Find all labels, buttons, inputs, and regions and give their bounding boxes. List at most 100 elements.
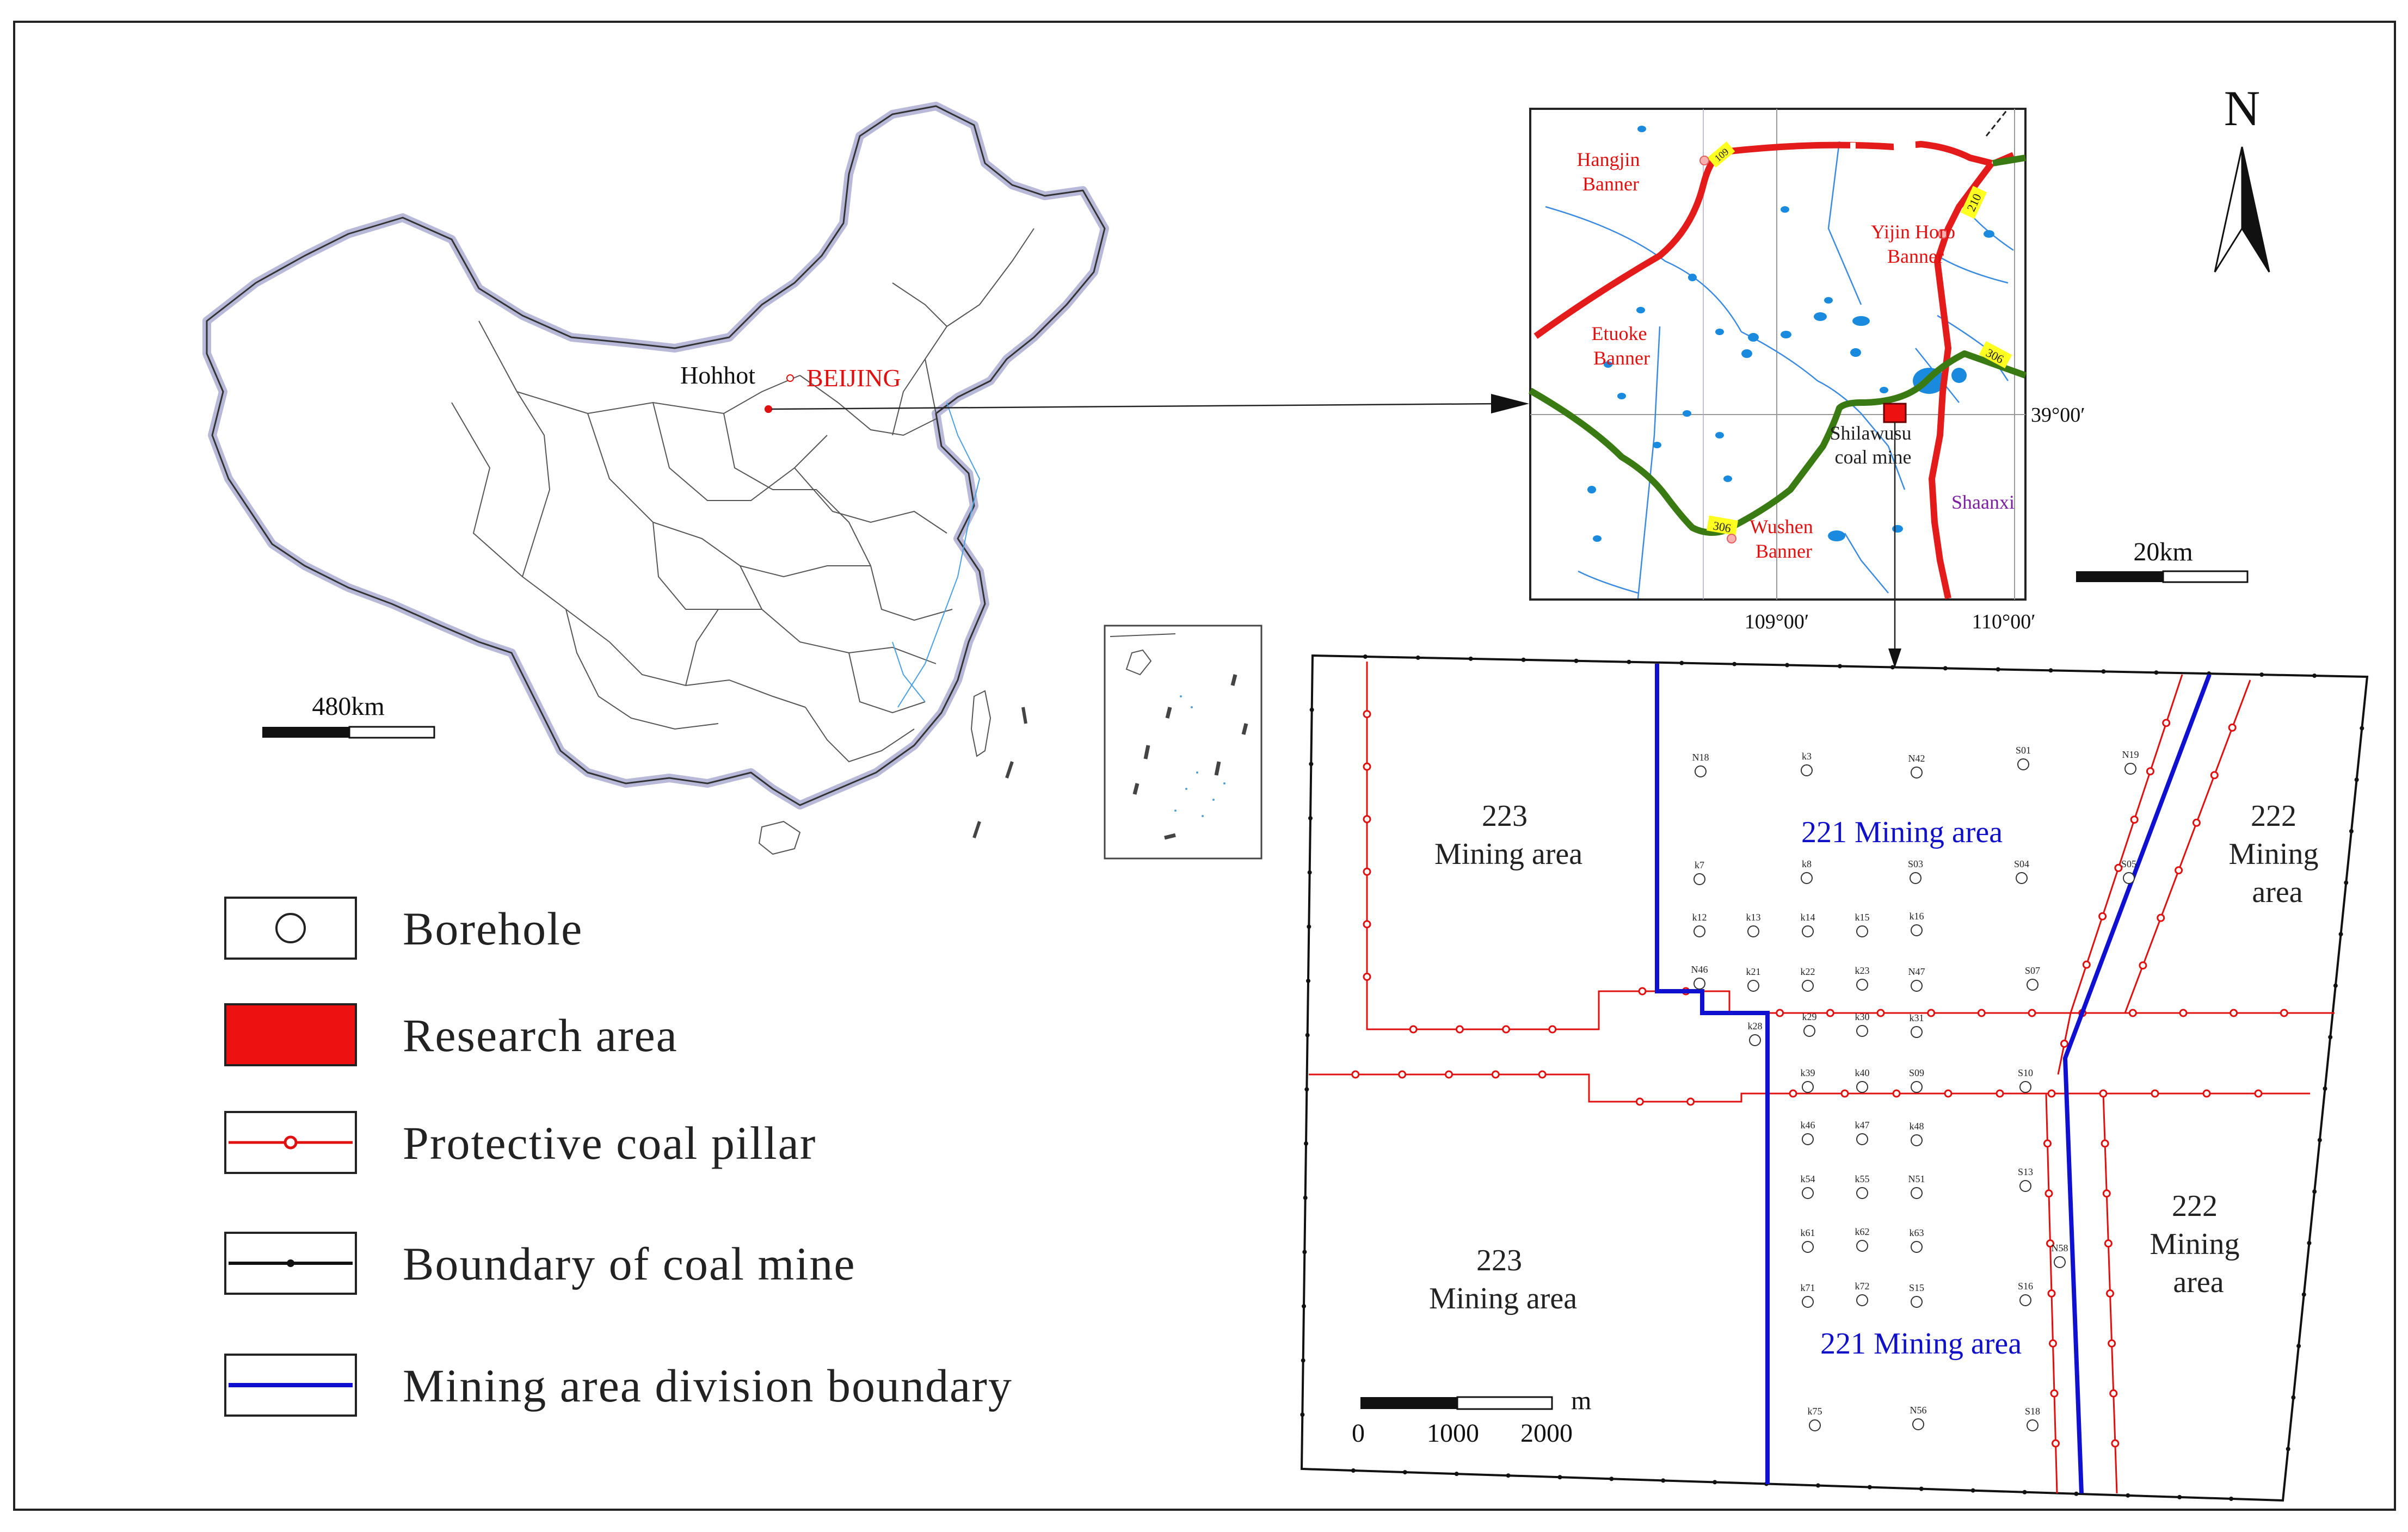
coal-pillar-dot [2139,961,2147,970]
coal-pillar-dot [1363,920,1371,929]
coal-pillar-dot [1638,987,1647,996]
borehole-label: S13 [2018,1166,2033,1177]
legend-coal-pillar: Protective coal pillar [224,1111,815,1174]
borehole-label: N58 [2052,1243,2068,1253]
coal-pillar-dot [1892,1089,1901,1098]
borehole-marker [1856,925,1868,937]
borehole-marker [2123,872,2135,884]
coal-pillar-dot [2162,719,2171,727]
borehole: N56 [1910,1405,1927,1430]
borehole: S01 [2016,745,2031,770]
legend-label-division-boundary: Mining area division boundary [403,1360,1013,1412]
lon-right-label: 110°00′ [1972,610,2035,633]
borehole-label: k14 [1801,912,1815,923]
borehole: k15 [1855,912,1870,937]
borehole-marker [1802,1241,1814,1253]
mine-boundary-dot [2126,1493,2130,1498]
beijing-label: BEIJING [806,364,901,392]
mine-boundary-dot [1468,656,1473,661]
coal-pillar-dot [1351,1070,1360,1079]
borehole: S07 [2025,965,2040,991]
borehole-label: k62 [1855,1226,1870,1237]
legend-label-borehole: Borehole [403,903,583,955]
research-area-marker [1883,403,1907,423]
borehole-marker [1749,1034,1761,1046]
mine-boundary-dot [1304,1087,1309,1092]
mine-label: Shilawusu coal mine [1830,422,1916,468]
mine-boundary-dot [2333,983,2338,988]
mine-boundary-dot [1300,1412,1305,1417]
borehole-marker [1801,872,1813,884]
division-boundary-diagonal [2062,674,2212,1494]
coal-pillar-dot [1363,815,1371,824]
borehole-marker [1911,1187,1923,1199]
research-site-dot [765,405,772,413]
province-boundaries [451,228,1034,763]
south-china-sea-inset [1104,625,1262,860]
coal-pillar-dot [2228,723,2237,732]
borehole-marker [1803,1025,1815,1037]
borehole-label: k47 [1855,1120,1870,1131]
coastal-rivers [892,402,981,708]
mine-boundary-dot [2286,1447,2290,1451]
borehole-marker [1856,1294,1868,1306]
coal-pillar-dot [2102,1189,2111,1198]
lat-label: 39°00′ [2031,404,2085,427]
mine-boundary-dot [2338,932,2343,937]
coal-pillar-dot [2202,1089,2211,1098]
mine-boundary-dots [1300,654,2364,1501]
mine-boundary-dot [1521,657,1526,662]
borehole-marker [1693,873,1705,885]
china-scale-label: 480km [312,692,384,721]
borehole-label: k54 [1801,1173,1815,1184]
borehole-marker [1802,1133,1814,1145]
legend-division-boundary: Mining area division boundary [224,1354,1013,1417]
yijin-label: Yijin Horo Banner [1871,221,1960,267]
locator-scale-label: 20km [2133,538,2193,566]
borehole-marker [1802,1081,1814,1093]
locator-scale-bar: 20km [2076,538,2249,583]
borehole: S13 [2018,1166,2033,1192]
borehole: k61 [1801,1227,1815,1253]
legend-label-mine-boundary: Boundary of coal mine [403,1238,856,1290]
mine-boundary-dot [2301,1292,2306,1297]
coal-pillar-dot [1876,1009,1885,1017]
legend: Borehole Research area Protective coal p… [224,897,1013,1417]
borehole-marker [1911,1081,1923,1093]
mine-boundary-dot [1943,666,1948,671]
borehole-label: S15 [1909,1282,1924,1293]
coal-pillar-dot [1455,1025,1464,1034]
borehole-label: S01 [2016,745,2031,756]
borehole-label: k7 [1695,860,1704,870]
mine-boundary-dot [1307,870,1312,875]
coal-pillar-dot [1944,1089,1953,1098]
coal-pillar-dot [1363,867,1371,876]
borehole-label: k13 [1746,912,1761,923]
borehole-label: S16 [2018,1281,2033,1292]
hangjin-label: Hangjin Banner [1577,149,1645,195]
borehole-label: N42 [1908,753,1925,764]
legend-borehole: Borehole [224,897,583,960]
coal-pillar-dot [1538,1070,1547,1079]
mine-boundary-dot [1557,1475,1562,1480]
borehole-marker [2017,758,2029,770]
road-shields: 306 306 210 109 [1706,141,2012,536]
borehole: k40 [1855,1067,1870,1093]
coal-pillar-dot [2146,767,2154,776]
coal-pillar-dot [2128,1009,2137,1017]
borehole-marker [1747,980,1759,992]
borehole: k28 [1748,1021,1763,1046]
coal-pillar-dot [2047,1089,2056,1098]
borehole-marker [1809,1419,1821,1431]
borehole-marker [1912,1418,1924,1430]
borehole-label: k8 [1802,858,1812,869]
borehole: k3 [1801,751,1813,776]
borehole-marker [2016,872,2028,884]
borehole: k29 [1802,1011,1817,1037]
borehole: N51 [1908,1173,1925,1199]
mine-boundary-dot [2296,1344,2301,1349]
mine-boundary-dot [2360,726,2364,731]
locator-frame [1529,108,2027,601]
coal-pillars [1309,662,2335,1494]
nine-dash-lines [972,707,1027,838]
